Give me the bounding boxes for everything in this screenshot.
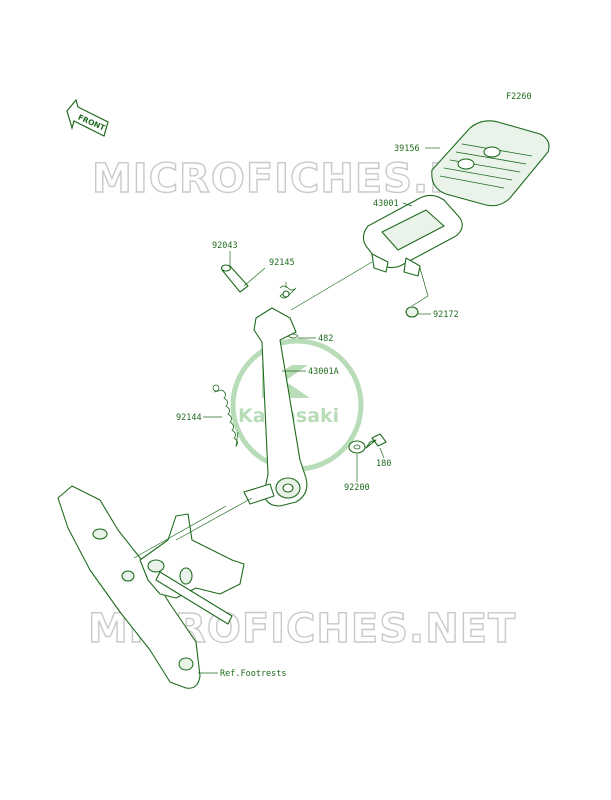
part-label-92200: 92200 (344, 483, 370, 493)
part-label-92145: 92145 (269, 258, 295, 268)
pin-92043 (220, 264, 249, 293)
spring-92145 (279, 285, 297, 299)
part-label-43001A: 43001A (308, 367, 339, 377)
bolt-180 (365, 433, 387, 449)
washer-92200 (348, 440, 366, 454)
front-arrow-icon: FRONT (66, 98, 109, 137)
part-label-482: 482 (318, 334, 333, 344)
part-label-92172: 92172 (433, 310, 459, 320)
footrest-bracket (57, 485, 245, 689)
pedal-pad (431, 120, 550, 207)
stopper-92172 (405, 306, 419, 318)
part-label-43001: 43001 (373, 199, 399, 209)
spring-92144 (212, 384, 239, 448)
pedal-arm (243, 307, 308, 507)
figure-code: F2260 (506, 92, 532, 102)
pedal-base (362, 194, 463, 277)
reference-label-footrests: Ref.Footrests (220, 669, 287, 679)
part-label-39156: 39156 (394, 144, 420, 154)
part-label-180: 180 (376, 459, 391, 469)
part-label-92043: 92043 (212, 241, 238, 251)
part-label-92144: 92144 (176, 413, 202, 423)
